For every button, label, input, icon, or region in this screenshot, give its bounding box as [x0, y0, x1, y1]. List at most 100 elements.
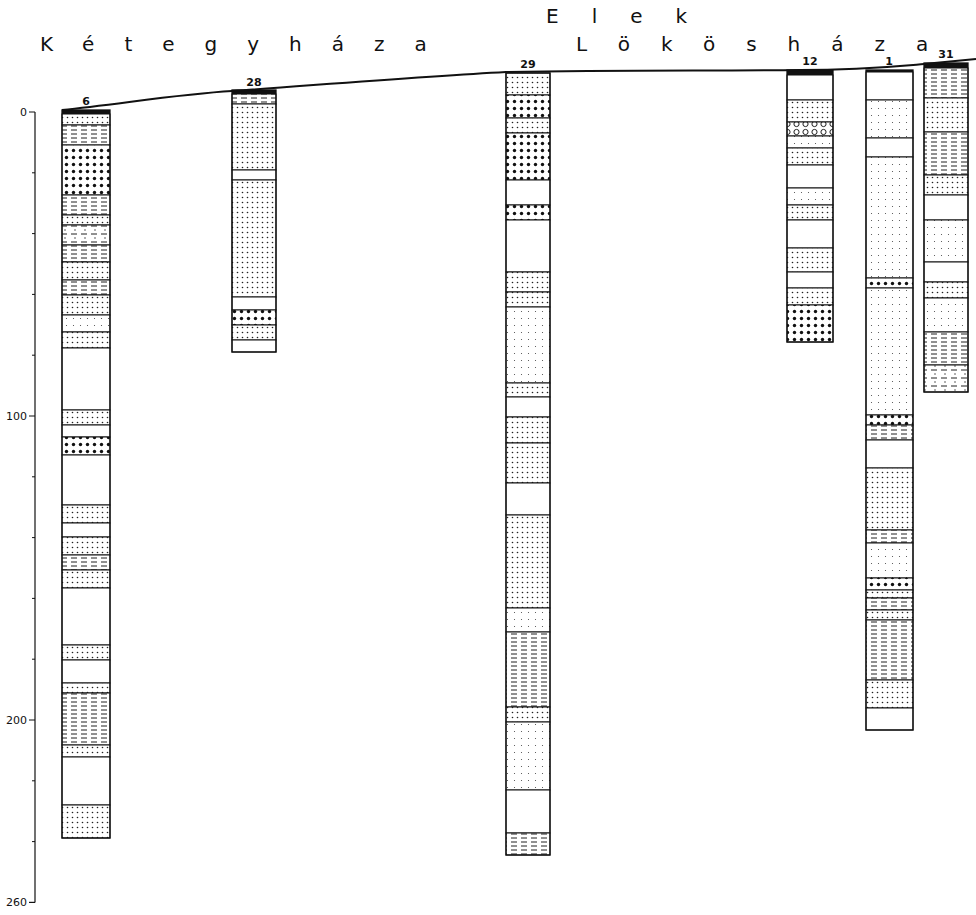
- axis-tick: [32, 537, 35, 538]
- borehole-column: [924, 63, 968, 392]
- rock-layer: [787, 100, 833, 122]
- rock-layer: [787, 148, 833, 165]
- borehole-column: [866, 70, 913, 730]
- rock-layer: [506, 73, 550, 95]
- column-outline: [232, 90, 276, 352]
- rock-layer: [506, 397, 550, 417]
- axis-tick: [32, 172, 35, 173]
- rock-layer: [787, 272, 833, 288]
- rock-layer: [62, 660, 110, 683]
- rock-layer: [62, 455, 110, 505]
- rock-layer: [506, 483, 550, 515]
- depth-value: 200: [6, 715, 27, 726]
- rock-layer: [62, 245, 110, 262]
- rock-layer: [506, 383, 550, 397]
- rock-layer: [232, 340, 276, 352]
- rock-layer: [866, 72, 913, 100]
- rock-layer: [62, 425, 110, 437]
- depth-value: 100: [6, 411, 27, 422]
- rock-layer: [62, 505, 110, 523]
- rock-layer: [866, 530, 913, 543]
- column-outline: [62, 110, 110, 838]
- rock-layer: [506, 833, 550, 855]
- rock-layer: [62, 114, 110, 125]
- rock-layer: [506, 515, 550, 608]
- axis-tick: [32, 841, 35, 842]
- rock-layer: [62, 555, 110, 570]
- rock-layer: [62, 145, 110, 195]
- rock-layer: [232, 170, 276, 180]
- rock-layer: [62, 693, 110, 745]
- column-outline: [787, 70, 833, 342]
- rock-layer: [866, 425, 913, 440]
- rock-layer: [787, 188, 833, 205]
- rock-layer: [787, 165, 833, 188]
- rock-layer: [787, 205, 833, 220]
- rock-layer: [924, 220, 968, 262]
- depth-value: 0: [20, 107, 27, 118]
- axis-tick: [32, 780, 35, 781]
- rock-layer: [924, 98, 968, 132]
- borehole-number: 29: [520, 59, 535, 70]
- rock-layer: [232, 325, 276, 340]
- rock-layer: [866, 278, 913, 288]
- rock-layer: [62, 215, 110, 225]
- rock-layer: [787, 288, 833, 305]
- rock-layer: [62, 125, 110, 145]
- rock-layer: [866, 543, 913, 578]
- ground-surface: [62, 59, 976, 110]
- rock-layer: [62, 570, 110, 588]
- place-name: Lökösháza: [576, 34, 959, 54]
- rock-layer: [62, 683, 110, 693]
- rock-layer: [924, 68, 968, 98]
- axis-tick: [32, 598, 35, 599]
- borehole-column: [232, 90, 276, 352]
- rock-layer: [787, 122, 833, 136]
- borehole-number: 31: [938, 49, 953, 60]
- rock-layer: [62, 523, 110, 537]
- place-name: Kétegyháza: [40, 34, 457, 54]
- rock-layer: [506, 118, 550, 133]
- axis-tick: [29, 902, 35, 903]
- borehole-column: [62, 110, 110, 838]
- place-name: Elek: [546, 6, 720, 26]
- rock-layer: [232, 297, 276, 310]
- rock-layer: [866, 598, 913, 610]
- rock-layer: [924, 365, 968, 392]
- rock-layer: [506, 707, 550, 722]
- rock-layer: [924, 175, 968, 195]
- rock-layer: [866, 680, 913, 708]
- rock-layer: [62, 437, 110, 455]
- rock-layer: [62, 348, 110, 410]
- axis-tick: [29, 112, 35, 113]
- rock-layer: [62, 410, 110, 425]
- rock-layer: [866, 590, 913, 598]
- rock-layer: [232, 104, 276, 170]
- rock-layer: [506, 608, 550, 632]
- rock-layer: [506, 443, 550, 483]
- rock-layer: [866, 100, 913, 138]
- rock-layer: [232, 94, 276, 104]
- axis-tick: [29, 416, 35, 417]
- column-outline: [866, 70, 913, 730]
- rock-layer: [787, 248, 833, 272]
- rock-layer: [62, 280, 110, 295]
- rock-layer: [787, 220, 833, 248]
- borehole-number: 12: [802, 56, 817, 67]
- rock-layer: [62, 805, 110, 838]
- column-outline: [924, 63, 968, 392]
- rock-layer: [506, 790, 550, 833]
- axis-tick: [29, 720, 35, 721]
- rock-layer: [866, 157, 913, 278]
- rock-layer: [62, 645, 110, 660]
- rock-layer: [866, 708, 913, 730]
- rock-layer: [232, 310, 276, 325]
- rock-layer: [62, 537, 110, 555]
- rock-layer: [62, 757, 110, 805]
- rock-layer: [232, 180, 276, 297]
- rock-layer: [866, 415, 913, 425]
- rock-layer: [62, 332, 110, 348]
- rock-layer: [924, 195, 968, 220]
- column-outline: [506, 73, 550, 855]
- rock-layer: [866, 578, 913, 590]
